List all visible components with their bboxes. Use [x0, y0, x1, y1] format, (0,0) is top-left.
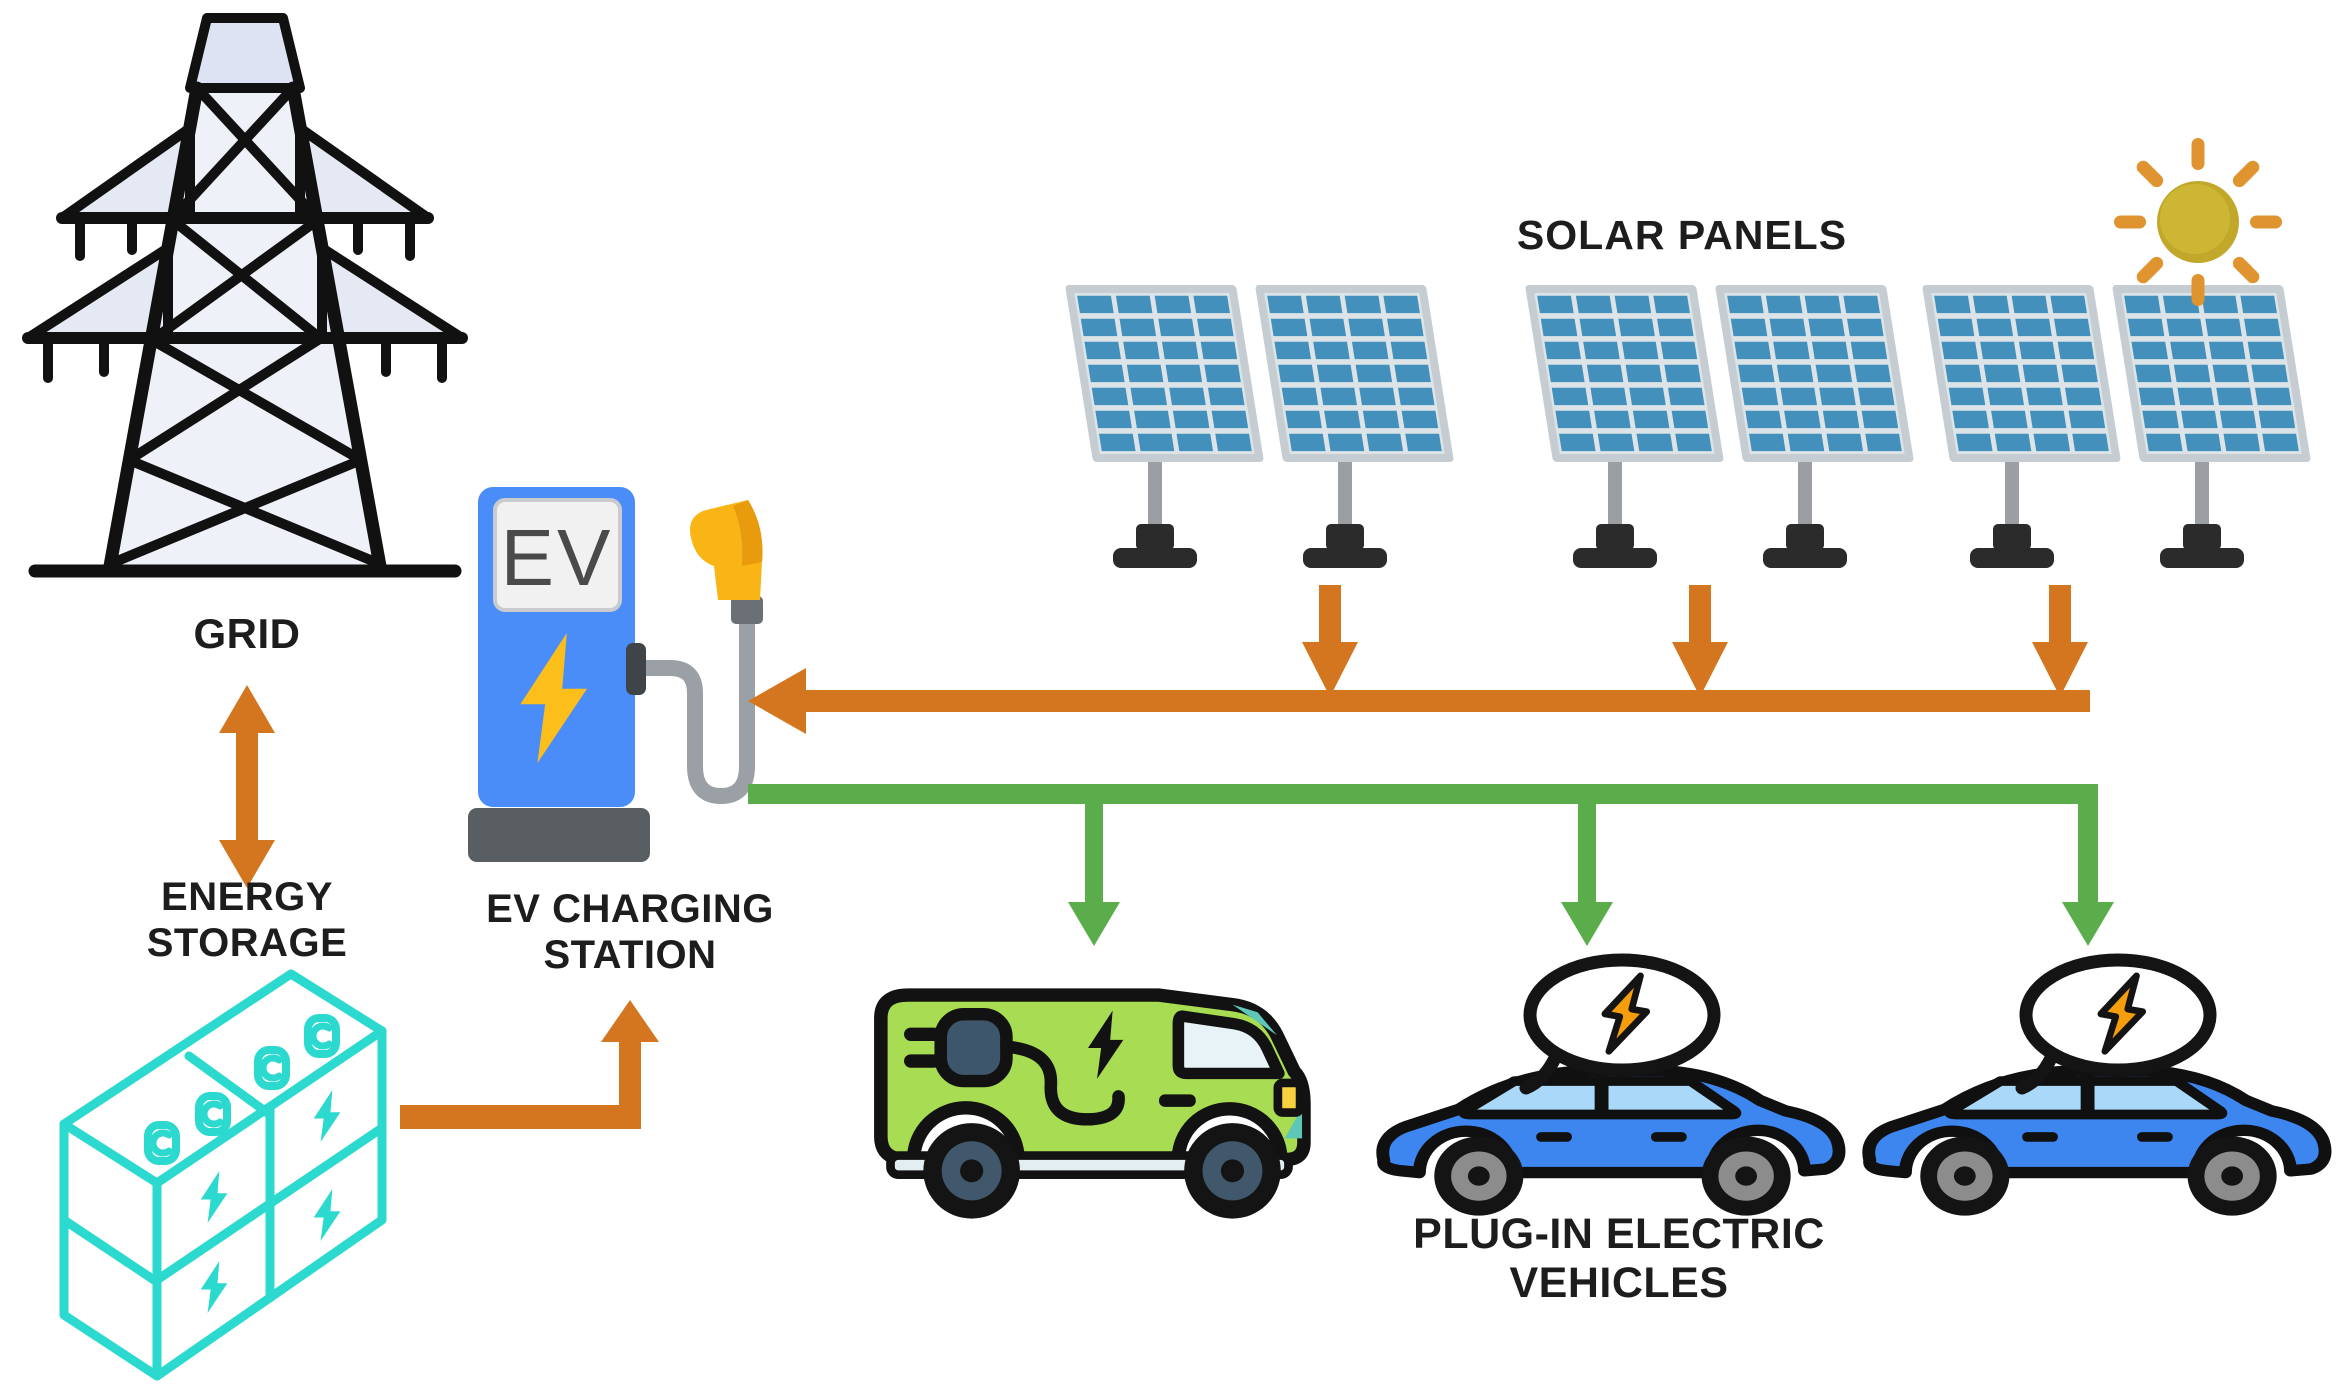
charger-cable	[632, 610, 755, 805]
solar-panel-icon	[1065, 285, 1264, 568]
ev-charging-label-line1: EV CHARGING	[486, 887, 774, 931]
solar-panel-array	[1065, 285, 2311, 568]
solar-to-station-bus-arrow	[748, 585, 2090, 734]
storage-to-station-arrow	[400, 1000, 659, 1129]
solar-panel-icon	[1525, 285, 1724, 568]
solar-panels-label: SOLAR PANELS	[1516, 212, 1848, 258]
grid-storage-bidirectional-arrow	[219, 685, 275, 888]
car-wheel	[1434, 1136, 1791, 1216]
charging-bubble-icon	[2015, 953, 2217, 1095]
van-bolt-icon	[1088, 1010, 1124, 1079]
plug-icon	[904, 1008, 1125, 1126]
car-door-handle	[2022, 1132, 2058, 1142]
car-door-handle	[1651, 1132, 1687, 1142]
van-door-handle	[1159, 1094, 1196, 1107]
sun-icon	[2114, 138, 2282, 306]
solar-panel-icon	[1922, 285, 2121, 568]
solar-panel-icon	[2112, 285, 2311, 568]
battery-terminal-icon	[144, 1014, 340, 1165]
ev-charging-label-line2: STATION	[543, 933, 717, 977]
battery-bank-icon	[59, 969, 387, 1381]
solar-panel-icon	[1715, 285, 1914, 568]
transmission-tower-icon	[22, 13, 468, 578]
charger-screen-label: EV	[501, 513, 614, 602]
solar-panel-icon	[1255, 285, 1454, 568]
electric-car-icon	[1376, 1064, 1846, 1216]
electric-van-icon	[874, 988, 1311, 1219]
grid-label: GRID	[193, 610, 301, 657]
van-headlight	[1273, 1078, 1305, 1117]
car-door-handle	[2137, 1132, 2173, 1142]
energy-storage-label-line1: ENERGY	[161, 875, 333, 919]
car-wheel	[1920, 1136, 2277, 1216]
car-door-handle	[1536, 1132, 1572, 1142]
charger-bolt-icon	[520, 632, 587, 764]
bubble-bolt-icon	[2097, 972, 2147, 1055]
station-to-vehicles-bus-arrow	[748, 784, 2114, 946]
charger-base	[468, 808, 650, 862]
charger-screen	[493, 498, 622, 612]
energy-storage-label-line2: STORAGE	[146, 921, 348, 965]
van-wheel	[923, 1123, 1281, 1219]
electric-car-icon	[1862, 1064, 2332, 1216]
van-window	[1172, 1010, 1285, 1080]
plug-in-vehicles-label: PLUG-IN ELECTRIC VEHICLES	[1413, 1210, 1825, 1307]
cable-connector	[626, 643, 646, 695]
nozzle-collar	[731, 596, 763, 624]
ev-charging-station-icon: EV	[468, 487, 763, 862]
bubble-bolt-icon	[1601, 972, 1651, 1055]
charging-bubble-icon	[1519, 953, 1721, 1095]
battery-bolt-icon	[200, 1089, 341, 1314]
